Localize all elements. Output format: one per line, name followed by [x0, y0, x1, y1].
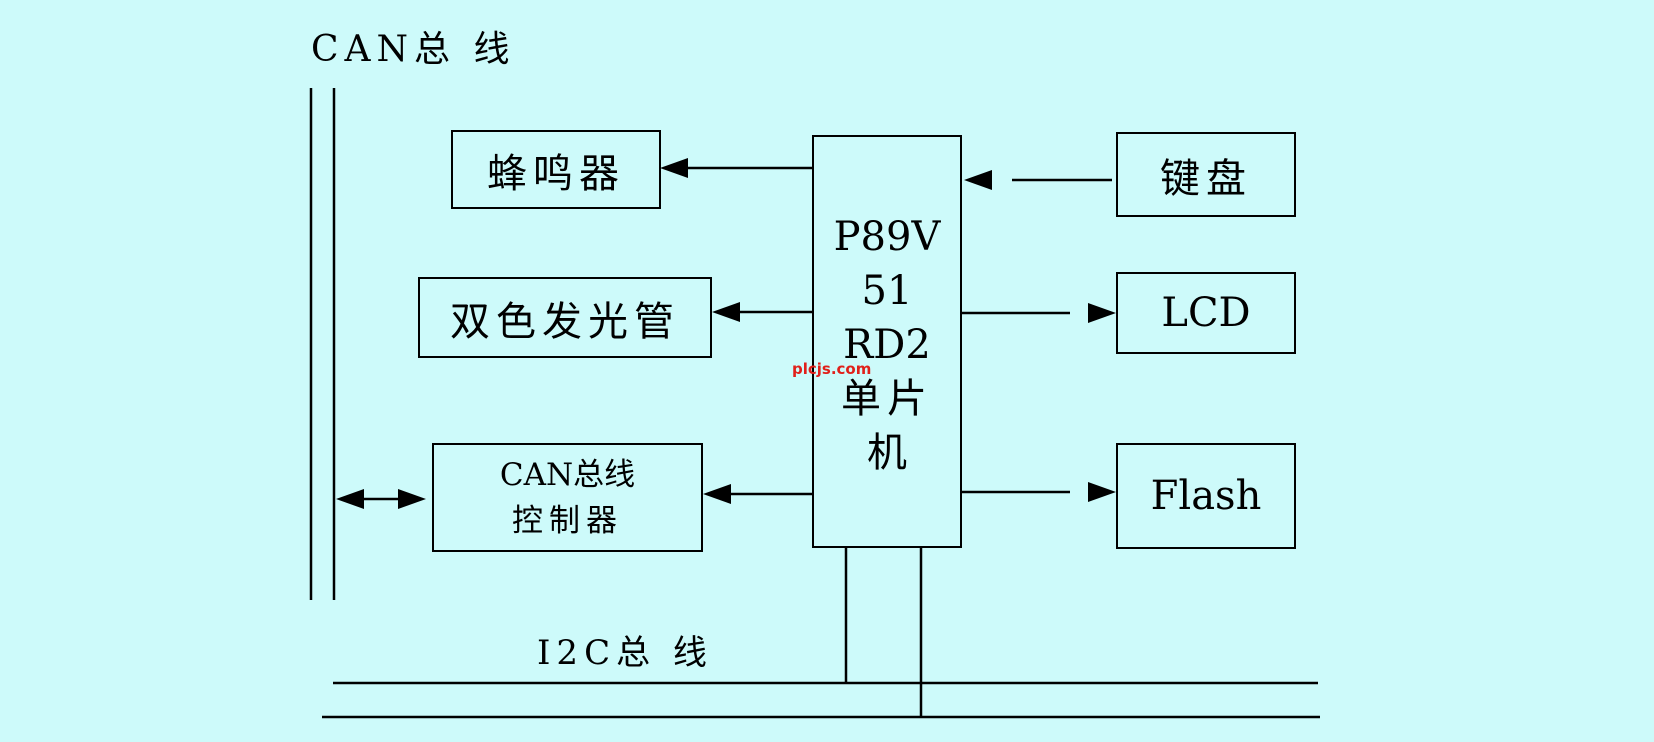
mcu-label-line3: RD2 [843, 322, 931, 368]
mcu-label: P89V 51 RD2 单片 机 [812, 210, 962, 480]
lcd-block: LCD [1116, 272, 1296, 354]
arrow-to-buzzer [660, 158, 688, 178]
arrow-to-flash [1088, 482, 1116, 502]
can-controller-label-line1: CAN总线 [499, 456, 636, 493]
keyboard-label: 键盘 [1160, 155, 1252, 202]
flash-block: Flash [1116, 443, 1296, 549]
can-bus-label: CAN总 线 [311, 29, 516, 70]
bicolor-led-block: 双色发光管 [418, 277, 712, 358]
i2c-bus-label: I2C总 线 [537, 633, 713, 673]
can-controller-label-line2: 控制器 [512, 502, 623, 539]
mcu-label-line1: P89V [833, 214, 941, 260]
arrow-to-can-controller [703, 484, 731, 504]
mcu-label-line5: 机 [867, 430, 907, 476]
buzzer-label: 蜂鸣器 [487, 150, 625, 197]
arrow-to-can-bus [336, 489, 364, 509]
mcu-label-line4: 单片 [841, 376, 933, 422]
buzzer-block: 蜂鸣器 [451, 130, 661, 209]
mcu-label-line2: 51 [861, 268, 913, 314]
arrow-to-lcd [1088, 303, 1116, 323]
bicolor-led-label: 双色发光管 [450, 298, 680, 345]
mcu-block [812, 135, 962, 548]
arrow-to-can-controller-from-bus [398, 489, 426, 509]
lcd-label: LCD [1161, 290, 1251, 336]
arrow-to-led [712, 302, 740, 322]
arrow-keyboard-to-mcu [964, 170, 992, 190]
keyboard-block: 键盘 [1116, 132, 1296, 217]
flash-label: Flash [1150, 473, 1262, 519]
can-controller-block: CAN总线 控制器 [432, 443, 703, 552]
watermark-text: plcjs.com [792, 360, 872, 378]
